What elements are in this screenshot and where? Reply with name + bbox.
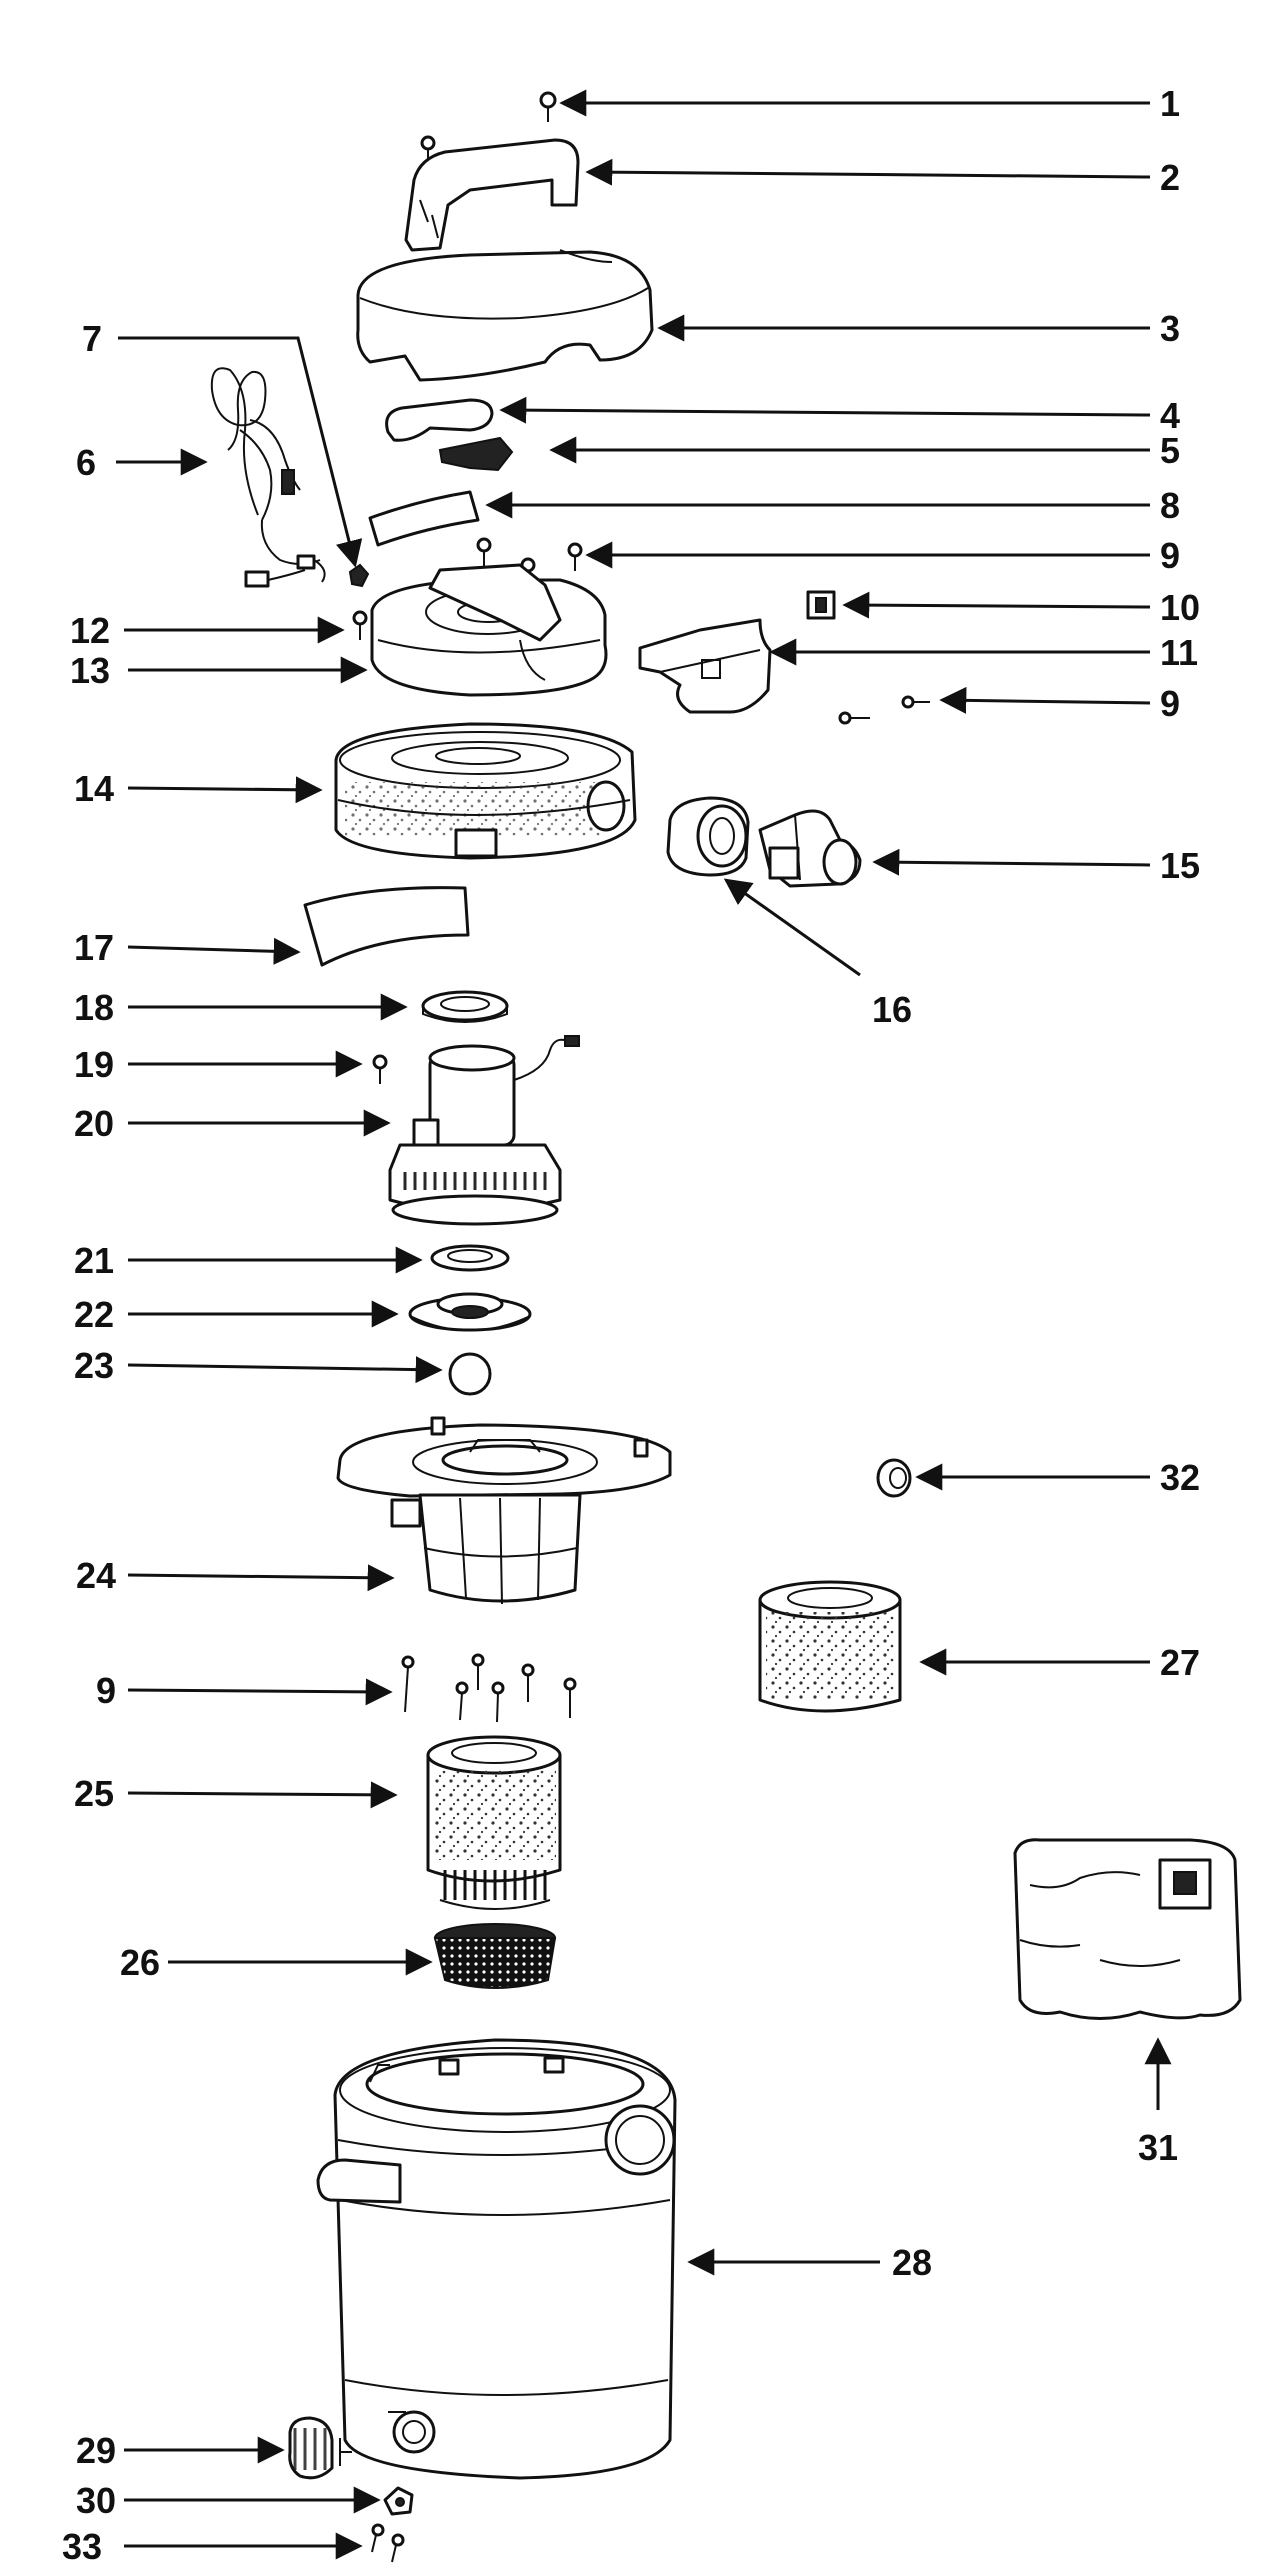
callout-1: 1	[1160, 83, 1180, 124]
part-14-motor-housing	[334, 722, 637, 860]
callout-21: 21	[74, 1240, 114, 1281]
callout-2: 2	[1160, 157, 1180, 198]
callout-10: 10	[1160, 587, 1200, 628]
callout-31: 31	[1138, 2127, 1178, 2168]
part-33-screws	[371, 2523, 405, 2563]
callout-19: 19	[74, 1044, 114, 1085]
part-5-plate	[438, 436, 514, 472]
part-6-power-cord	[210, 367, 326, 588]
part-11-switch-housing	[638, 618, 772, 714]
part-19-screw	[372, 1054, 388, 1084]
callout-4: 4	[1160, 395, 1180, 436]
callout-17: 17	[74, 927, 114, 968]
part-30-bracket	[383, 2486, 414, 2516]
part-10-switch	[806, 590, 836, 620]
callout-12: 12	[70, 610, 110, 651]
callout-15: 15	[1160, 845, 1200, 886]
part-20-motor	[388, 1035, 580, 1226]
callout-24: 24	[76, 1555, 116, 1596]
part-28-tank	[316, 2038, 677, 2480]
callout-9-right: 9	[1160, 683, 1180, 724]
part-23-ball-float	[448, 1352, 492, 1396]
callout-25: 25	[74, 1773, 114, 1814]
part-1-screw	[539, 91, 557, 122]
part-29-drain-cap	[288, 2416, 352, 2480]
part-13-motor-cover	[370, 563, 608, 697]
callout-20: 20	[74, 1103, 114, 1144]
part-7-clip	[348, 563, 370, 588]
part-4-gasket	[385, 398, 494, 442]
callout-13: 13	[70, 650, 110, 691]
part-8-filter-strip	[368, 490, 480, 547]
callout-26: 26	[120, 1942, 160, 1983]
part-31-cloth-bag	[1013, 1838, 1242, 2020]
callout-9-lower: 9	[96, 1670, 116, 1711]
part-27-cartridge-filter	[758, 1580, 902, 1713]
callout-32: 32	[1160, 1457, 1200, 1498]
callout-11: 11	[1160, 632, 1198, 673]
part-12-screw	[352, 610, 368, 640]
part-15-hose-fitting	[758, 809, 862, 888]
part-9-screws-lower	[401, 1653, 577, 1723]
callout-5: 5	[1160, 430, 1180, 471]
callout-29: 29	[76, 2430, 116, 2471]
callout-7: 7	[82, 318, 102, 359]
callout-8: 8	[1160, 485, 1180, 526]
part-21-ring	[430, 1244, 510, 1272]
callout-33: 33	[62, 2526, 102, 2567]
callout-9-upper: 9	[1160, 535, 1180, 576]
part-25-filter	[426, 1735, 562, 1910]
callout-22: 22	[74, 1294, 114, 1335]
part-2-handle	[404, 135, 580, 252]
callout-23: 23	[74, 1345, 114, 1386]
callout-18: 18	[74, 987, 114, 1028]
callout-28: 28	[892, 2242, 932, 2283]
callout-27: 27	[1160, 1642, 1200, 1683]
callout-16: 16	[872, 989, 912, 1030]
part-24-filter-cage	[336, 1416, 672, 1605]
part-26-mesh-filter	[433, 1923, 557, 1989]
part-32-ring	[876, 1458, 912, 1498]
part-18-ring	[421, 990, 509, 1023]
callout-labels: 1 2 3 4 5 6 7 8 9 10 11 9 12 13 14 15 16…	[62, 83, 1200, 2567]
part-9-screws-right	[838, 695, 930, 725]
callout-30: 30	[76, 2480, 116, 2521]
callout-14: 14	[74, 768, 114, 809]
part-3-top-cover	[356, 249, 654, 382]
leader-lines	[116, 89, 1172, 2560]
callout-6: 6	[76, 442, 96, 483]
callout-3: 3	[1160, 308, 1180, 349]
part-16-adapter	[666, 796, 750, 877]
part-17-curved-filter	[303, 886, 470, 967]
part-22-seal	[408, 1292, 532, 1332]
